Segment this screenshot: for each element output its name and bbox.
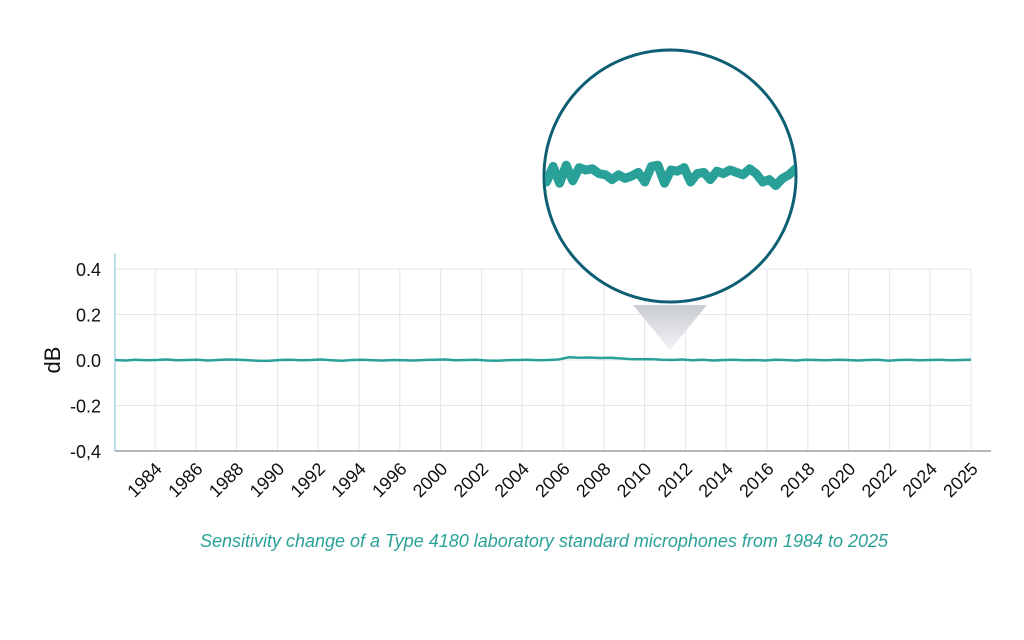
zoom-inset-line [545, 160, 795, 191]
x-tick-label: 2018 [776, 459, 818, 501]
x-tick-label: 1996 [368, 459, 410, 501]
x-tick-label: 2006 [531, 459, 573, 501]
y-tick-label: -0,4 [70, 442, 101, 462]
x-tick-label: 2014 [695, 459, 737, 501]
y-tick-label: -0.2 [70, 397, 101, 417]
x-tick-label: 2000 [409, 459, 451, 501]
y-axis-ticks: 0.4 0.2 0.0 -0.2 -0,4 [70, 260, 101, 462]
x-tick-label: 1988 [205, 459, 247, 501]
x-tick-label: 1990 [246, 459, 288, 501]
x-tick-label: 2002 [450, 459, 492, 501]
x-tick-label: 1992 [287, 459, 329, 501]
x-tick-label: 2025 [939, 459, 981, 501]
y-axis-label: dB [40, 347, 65, 374]
x-tick-label: 1986 [164, 459, 206, 501]
x-tick-label: 2020 [817, 459, 859, 501]
x-tick-label: 2008 [572, 459, 614, 501]
x-tick-label: 2004 [491, 459, 533, 501]
x-tick-label: 2024 [899, 459, 941, 501]
y-tick-label: 0.0 [76, 351, 101, 371]
x-tick-label: 2010 [613, 459, 655, 501]
x-tick-label: 2022 [858, 459, 900, 501]
x-axis-ticks: 1984198619881990199219941996200020022004… [123, 459, 981, 501]
x-tick-label: 2012 [654, 459, 696, 501]
x-tick-label: 2016 [735, 459, 777, 501]
zoom-pointer [633, 305, 707, 350]
chart-caption: Sensitivity change of a Type 4180 labora… [199, 531, 889, 551]
x-tick-label: 1984 [123, 459, 165, 501]
y-tick-label: 0.4 [76, 260, 101, 280]
series-line [114, 356, 972, 363]
y-tick-label: 0.2 [76, 306, 101, 326]
x-tick-label: 1994 [327, 459, 369, 501]
